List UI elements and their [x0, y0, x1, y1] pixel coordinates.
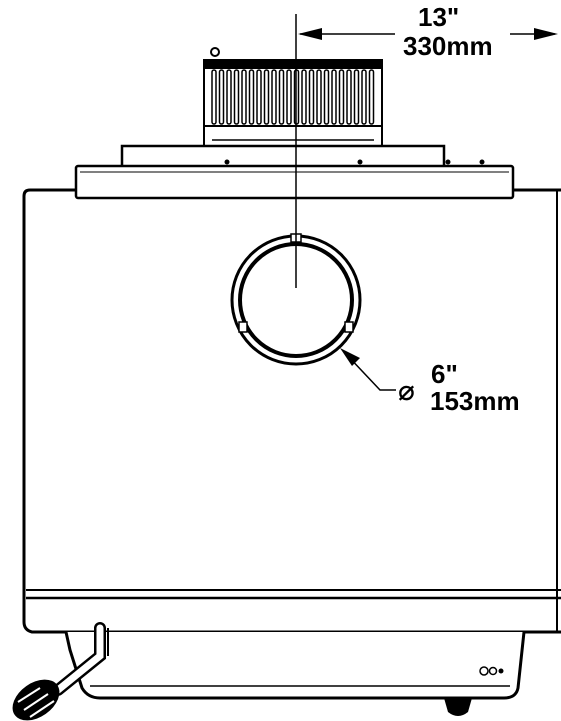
- grille-fin: [211, 69, 217, 125]
- top-plate: [74, 144, 515, 200]
- grille-fin: [218, 69, 225, 125]
- width-metric-label: 330mm: [403, 31, 493, 61]
- diameter-symbol: ⌀: [398, 375, 415, 406]
- grille-fin: [323, 69, 330, 125]
- top-grille-box: [203, 47, 383, 147]
- grille-fin: [331, 69, 337, 125]
- grille-fin: [286, 69, 292, 125]
- flue-collar: [230, 233, 362, 366]
- grille-fin: [368, 69, 375, 125]
- grille-fin: [353, 69, 360, 125]
- grille-fin: [338, 69, 345, 125]
- width-imperial-label: 13": [418, 2, 459, 32]
- grille-fin: [316, 69, 322, 125]
- air-control-handle: [12, 622, 109, 721]
- diameter-leader: [340, 348, 396, 391]
- grille-fin: [248, 69, 255, 125]
- grille-fin: [256, 69, 262, 125]
- stove-foot: [444, 698, 472, 716]
- grille-fin: [233, 69, 240, 125]
- grille-fin: [226, 69, 232, 125]
- grille-fin: [308, 69, 315, 125]
- stove-base: [64, 631, 526, 700]
- handle-knob: [12, 679, 60, 721]
- grille-fin: [263, 69, 270, 125]
- grille-fin: [271, 69, 277, 125]
- grille-fin: [241, 69, 247, 125]
- grille-fin: [346, 69, 352, 125]
- grille-fin: [361, 69, 367, 125]
- diameter-metric-label: 153mm: [430, 386, 520, 416]
- grille-fin: [301, 69, 307, 125]
- diameter-imperial-label: 6": [431, 359, 458, 389]
- stove-body: [22, 188, 561, 634]
- grille-fin: [278, 69, 285, 125]
- width-dimension-line: [298, 28, 558, 40]
